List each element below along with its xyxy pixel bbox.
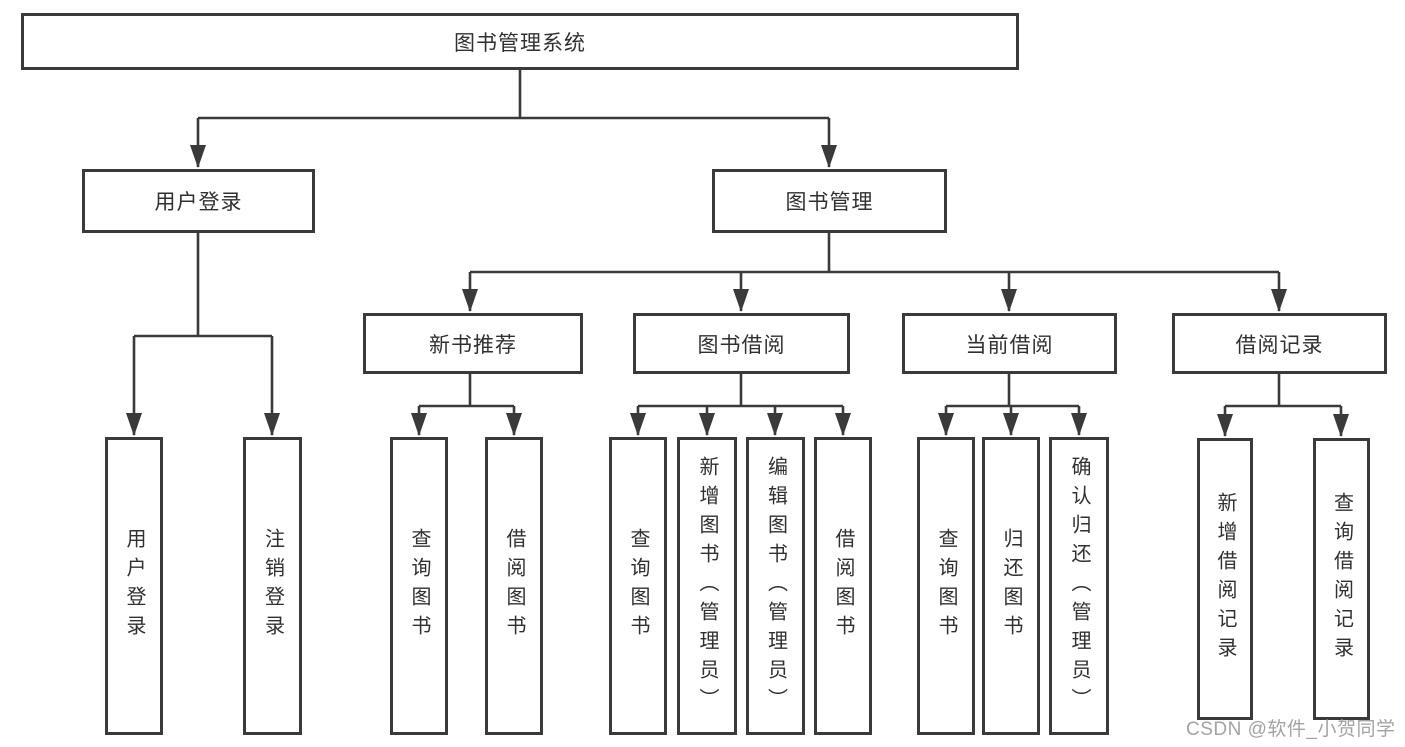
- connector-new-books-children: [411, 374, 522, 436]
- node-leaf-logout: 注销登录: [243, 437, 302, 735]
- node-book-management: 图书管理: [712, 169, 947, 233]
- connector-borrow-records-children: [1217, 374, 1349, 437]
- node-leaf-borrow-books: 借阅图书: [814, 437, 872, 735]
- node-label: 图书管理: [785, 191, 874, 214]
- node-leaf-query-books-current: 查询图书: [917, 437, 975, 735]
- node-label: 借阅记录: [1235, 333, 1324, 357]
- node-library-management-system: 图书管理系统: [21, 13, 1019, 70]
- node-label: 新增图书（管理员）: [696, 455, 718, 717]
- connector-user-login-children: [126, 233, 280, 436]
- node-label: 查询图书: [935, 528, 957, 644]
- node-borrow-records: 借阅记录: [1172, 313, 1387, 374]
- connector-book-mgmt-children: [462, 233, 1287, 312]
- node-label: 查询图书: [408, 528, 430, 644]
- node-label: 编辑图书（管理员）: [764, 455, 787, 717]
- node-book-borrow: 图书借阅: [633, 313, 850, 374]
- node-leaf-edit-books-admin: 编辑图书（管理员）: [746, 437, 805, 735]
- connector-book-borrow-children: [630, 374, 851, 436]
- node-leaf-query-books-recommend: 查询图书: [390, 437, 448, 735]
- node-leaf-return-books: 归还图书: [982, 437, 1040, 735]
- node-label: 新书推荐: [429, 333, 517, 357]
- csdn-watermark: CSDN @软件_小贺同学: [1186, 719, 1396, 740]
- node-label: 查询图书: [627, 528, 649, 644]
- node-label: 借阅图书: [832, 528, 854, 644]
- node-leaf-user-login: 用户登录: [105, 437, 163, 735]
- node-label: 归还图书: [1000, 528, 1022, 644]
- node-label: 图书管理系统: [454, 31, 586, 55]
- connector-current-borrow-children: [938, 374, 1087, 436]
- node-label: 当前借阅: [965, 333, 1054, 357]
- node-new-book-recommend: 新书推荐: [363, 313, 583, 374]
- node-leaf-query-books-borrow: 查询图书: [609, 437, 667, 735]
- node-leaf-confirm-return-admin: 确认归还（管理员）: [1049, 437, 1109, 735]
- node-leaf-borrow-books-recommend: 借阅图书: [485, 437, 543, 735]
- node-label: 查询借阅记录: [1330, 492, 1353, 666]
- node-label: 用户登录: [123, 528, 145, 644]
- node-user-login: 用户登录: [82, 169, 315, 233]
- node-label: 注销登录: [261, 528, 284, 644]
- node-label: 确认归还（管理员）: [1068, 455, 1090, 717]
- node-current-borrow: 当前借阅: [902, 313, 1117, 374]
- node-label: 用户登录: [154, 191, 243, 214]
- node-label: 图书借阅: [697, 333, 786, 357]
- node-leaf-query-borrow-record: 查询借阅记录: [1313, 438, 1370, 720]
- node-label: 新增借阅记录: [1214, 492, 1236, 666]
- node-leaf-add-books-admin: 新增图书（管理员）: [677, 437, 737, 735]
- node-leaf-add-borrow-record: 新增借阅记录: [1197, 438, 1253, 720]
- node-label: 借阅图书: [503, 528, 525, 644]
- connector-root-to-level2: [190, 70, 837, 168]
